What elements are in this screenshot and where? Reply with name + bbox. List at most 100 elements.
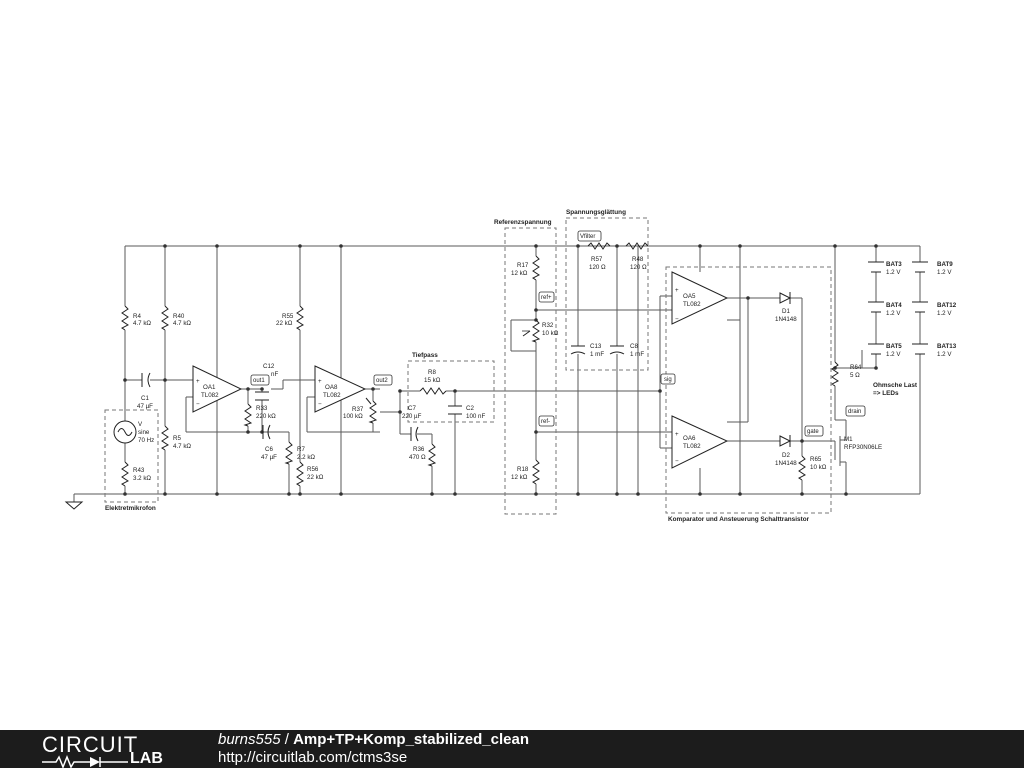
label-BAT13: BAT13 — [937, 343, 957, 350]
capacitors — [141, 345, 625, 442]
value-BAT5: 1.2 V — [886, 351, 901, 358]
logo-text-bottom: LAB — [130, 750, 163, 767]
label-OA6: OA6 — [683, 435, 696, 442]
circuit-title: burns555 / Amp+TP+Komp_stabilized_clean — [218, 731, 529, 748]
label-M1: M1 — [844, 436, 853, 443]
label-R56: R56 — [307, 466, 319, 473]
label-out1: out1 — [253, 378, 265, 384]
label-C6: C6 — [265, 446, 273, 453]
label-ref-plus: ref+ — [541, 295, 552, 301]
label-V: V — [138, 421, 143, 428]
label-R5: R5 — [173, 435, 181, 442]
value-R64: 5 Ω — [850, 372, 860, 379]
load-label-2: => LEDs — [873, 390, 899, 397]
label-BAT9: BAT9 — [937, 261, 953, 268]
label-C7: C7 — [408, 405, 416, 412]
label-R55: R55 — [282, 313, 294, 320]
label-R64: R64 — [850, 364, 862, 371]
load-label-1: Ohmsche Last — [873, 382, 918, 389]
label-BAT3: BAT3 — [886, 261, 902, 268]
label-R40: R40 — [173, 313, 185, 320]
section-boxes — [104, 217, 832, 515]
value-C6: 47 µF — [261, 454, 277, 461]
value-OA1: TL082 — [201, 392, 219, 399]
value-BAT12: 1.2 V — [937, 310, 952, 317]
label-D2: D2 — [782, 452, 790, 459]
diodes — [779, 292, 792, 447]
value-R57: 120 Ω — [589, 264, 606, 271]
author-link[interactable]: burns555 — [218, 731, 281, 748]
label-C13: C13 — [590, 343, 602, 350]
value-OA6: TL082 — [683, 443, 701, 450]
label-R8: R8 — [428, 369, 436, 376]
label-R33: R33 — [256, 405, 268, 412]
value-V-freq: 70 Hz — [138, 437, 154, 444]
value-C7: 220 µF — [402, 413, 422, 420]
label-R4: R4 — [133, 313, 141, 320]
value-D2: 1N4148 — [775, 460, 797, 467]
section-labels: Elektretmikrofon Tiefpass Referenzspannu… — [105, 209, 918, 523]
value-R43: 3.2 kΩ — [133, 475, 151, 482]
batteries — [868, 261, 928, 355]
label-R48: R48 — [632, 256, 644, 263]
circuit-name[interactable]: Amp+TP+Komp_stabilized_clean — [293, 731, 529, 748]
label-R43: R43 — [133, 467, 145, 474]
label-R18: R18 — [517, 466, 529, 473]
value-BAT13: 1.2 V — [937, 351, 952, 358]
svg-text:+: + — [196, 378, 200, 385]
label-vfilter: Vfilter — [580, 234, 595, 240]
section-mic: Elektretmikrofon — [105, 505, 156, 512]
footer-bar: CIRCUIT LAB burns555 / Amp+TP+Komp_stabi… — [0, 730, 1024, 768]
section-reference: Referenzspannung — [494, 219, 552, 226]
svg-text:−: − — [675, 316, 679, 323]
value-C2: 100 nF — [466, 413, 485, 420]
label-R36: R36 — [413, 446, 425, 453]
svg-text:−: − — [196, 401, 200, 408]
value-BAT3: 1.2 V — [886, 269, 901, 276]
value-R8: 15 kΩ — [424, 377, 441, 384]
svg-text:−: − — [318, 401, 322, 408]
label-OA5: OA5 — [683, 293, 696, 300]
label-R7: R7 — [297, 446, 305, 453]
label-BAT12: BAT12 — [937, 302, 957, 309]
circuitlab-logo[interactable]: CIRCUIT LAB — [42, 732, 182, 768]
value-R18: 12 kΩ — [511, 474, 528, 481]
junction-dots — [123, 244, 878, 496]
voltage-source — [113, 420, 137, 444]
value-R5: 4.7 kΩ — [173, 443, 191, 450]
value-R17: 12 kΩ — [511, 270, 528, 277]
value-R33: 220 kΩ — [256, 413, 276, 420]
value-BAT4: 1.2 V — [886, 310, 901, 317]
value-R4: 4.7 kΩ — [133, 320, 151, 327]
label-ref-minus: ref- — [541, 419, 550, 425]
circuit-url[interactable]: http://circuitlab.com/ctms3se — [218, 749, 408, 766]
value-R37: 100 kΩ — [343, 413, 363, 420]
value-OA8: TL082 — [323, 392, 341, 399]
label-BAT5: BAT5 — [886, 343, 902, 350]
resistors — [121, 242, 839, 487]
label-C12: C12 — [263, 363, 275, 370]
signal-labels: out1 out2 ref+ ref- Vfilter sig gate dra… — [253, 234, 861, 435]
label-C2: C2 — [466, 405, 474, 412]
svg-text:−: − — [675, 458, 679, 465]
label-C8: C8 — [630, 343, 638, 350]
label-R65: R65 — [810, 456, 822, 463]
value-C13: 1 mF — [590, 351, 604, 358]
section-comparator: Komparator und Ansteuerung Schalttransis… — [668, 516, 810, 523]
label-OA8: OA8 — [325, 384, 338, 391]
op-amps: +− +− +− +− — [192, 271, 729, 469]
value-R65: 10 kΩ — [810, 464, 827, 471]
logo-text-top: CIRCUIT — [42, 732, 139, 757]
signal-tags — [250, 230, 866, 437]
svg-text:+: + — [675, 287, 679, 294]
value-D1: 1N4148 — [775, 316, 797, 323]
value-C8: 1 mF — [630, 351, 644, 358]
logo-waveform-icon — [42, 754, 128, 768]
value-R55: 22 kΩ — [276, 320, 293, 327]
label-sig: sig — [664, 377, 672, 383]
label-BAT4: BAT4 — [886, 302, 902, 309]
value-R40: 4.7 kΩ — [173, 320, 191, 327]
value-OA5: TL082 — [683, 301, 701, 308]
label-out2: out2 — [376, 378, 388, 384]
value-V-type: sine — [138, 429, 150, 436]
